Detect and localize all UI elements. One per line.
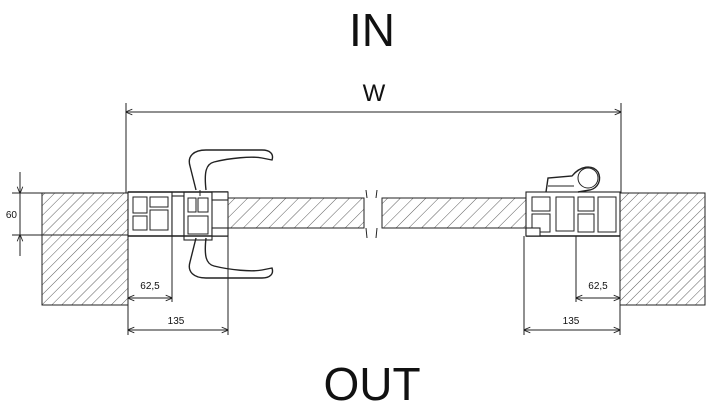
width-label: W <box>363 80 386 107</box>
left-frame-dimension: 62,5 <box>128 236 172 335</box>
left-overall-dimension: 135 <box>128 236 228 335</box>
outside-label: OUT <box>323 358 420 410</box>
inside-label: IN <box>349 4 395 56</box>
right-wall <box>619 192 706 306</box>
handle-outside <box>188 237 274 279</box>
right-frame-profile <box>525 166 621 237</box>
right-overall-value: 135 <box>563 316 580 327</box>
handle-inside <box>188 149 274 196</box>
door-leaf <box>227 189 527 239</box>
wall-depth-dimension: 60 <box>6 172 42 256</box>
left-frame-profile <box>127 191 229 241</box>
left-wall <box>41 192 129 306</box>
left-frame-depth-value: 62,5 <box>140 281 160 292</box>
right-overall-dimension: 135 <box>524 236 620 335</box>
width-dimension: W <box>126 80 621 193</box>
left-overall-value: 135 <box>168 316 185 327</box>
hinge <box>545 166 601 193</box>
wall-depth-value: 60 <box>6 210 18 221</box>
right-frame-depth-value: 62,5 <box>588 281 608 292</box>
right-frame-dimension: 62,5 <box>576 236 620 335</box>
